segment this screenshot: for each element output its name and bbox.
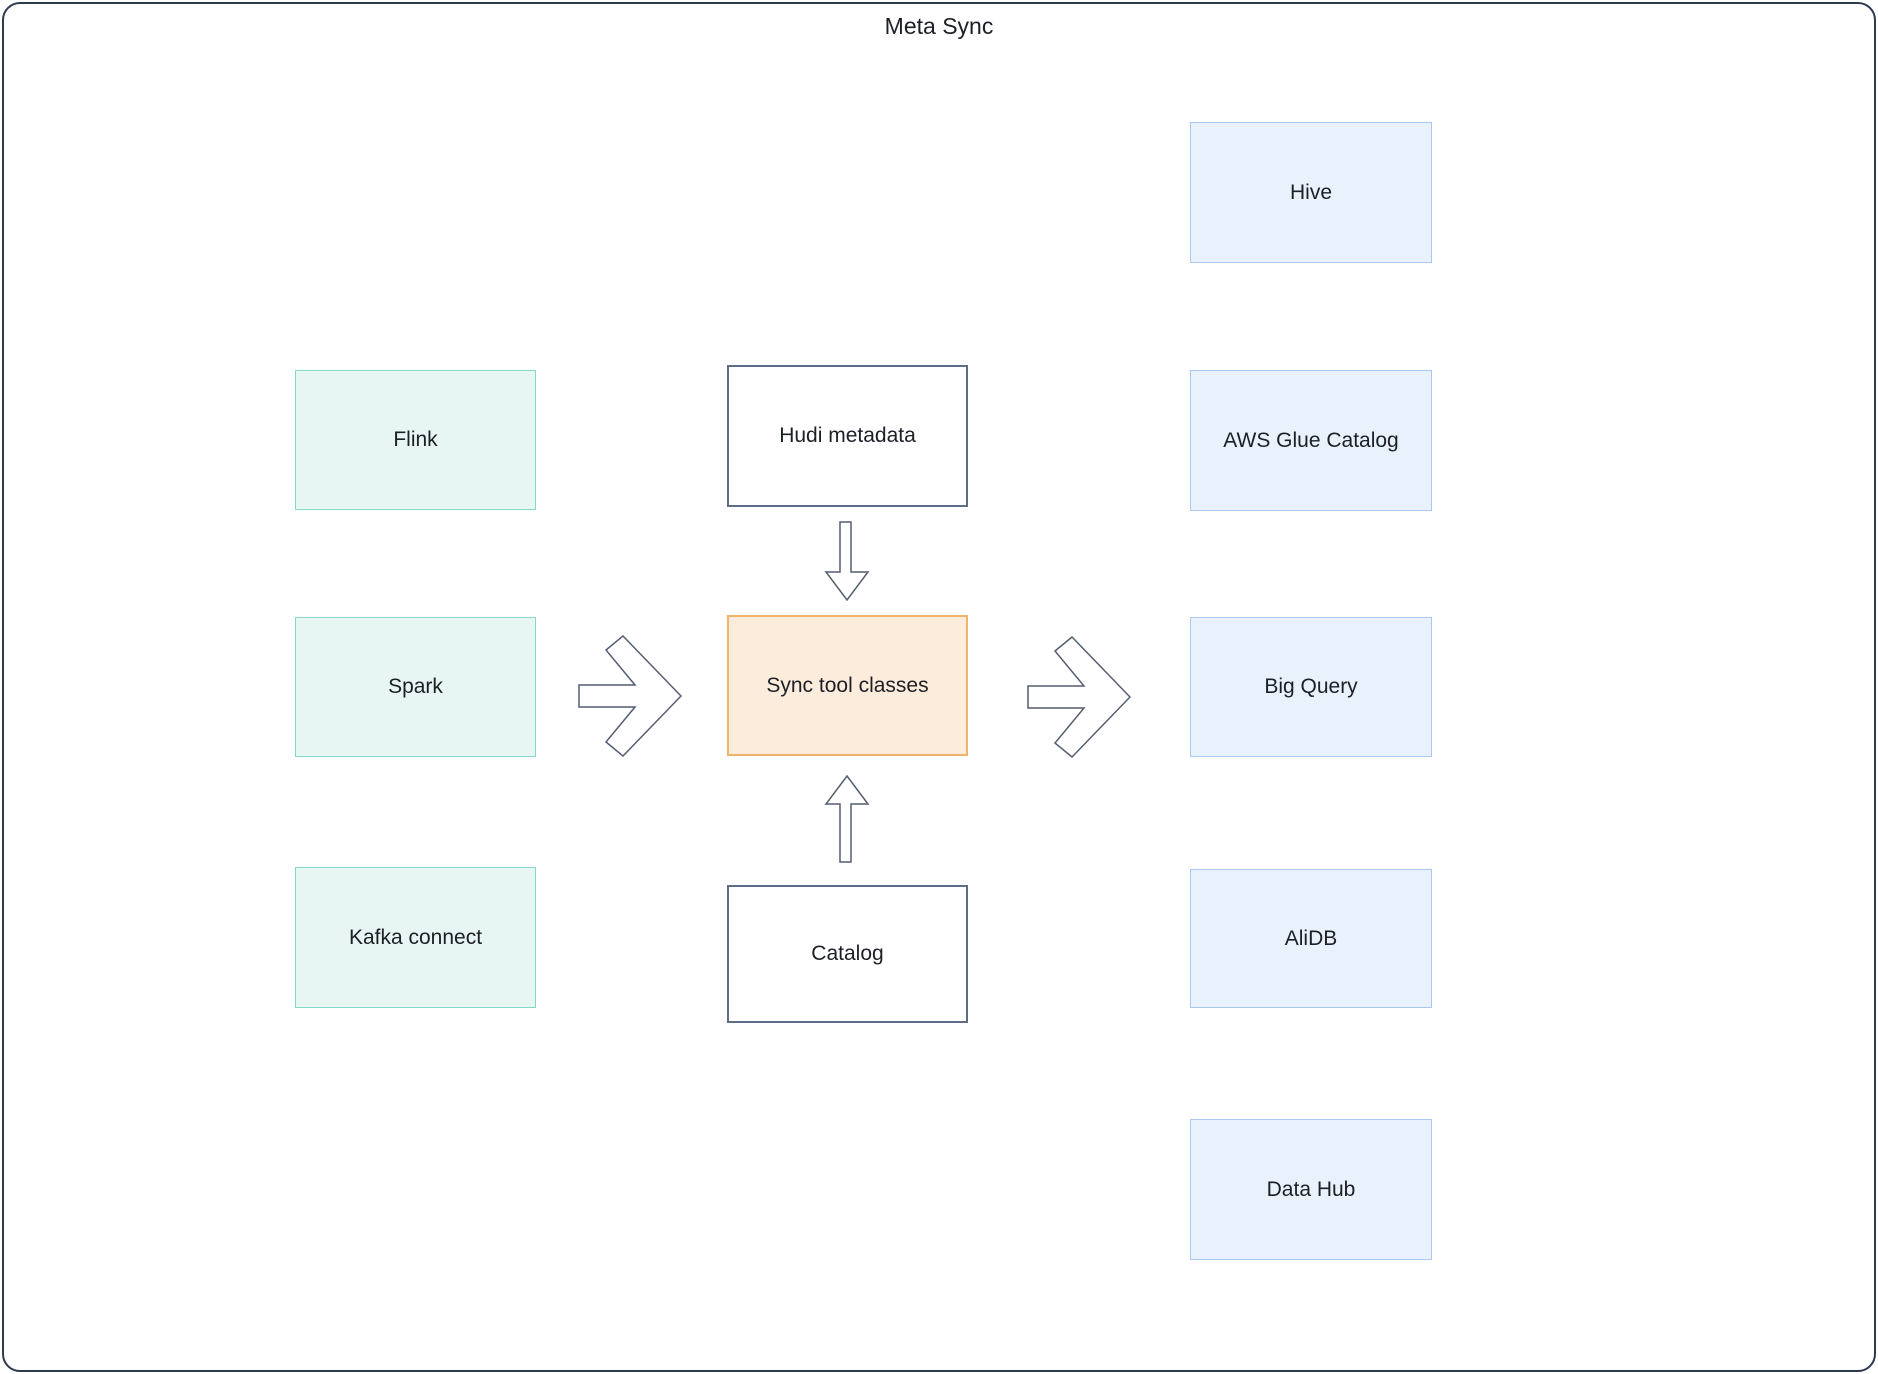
diagram-title: Meta Sync: [884, 13, 994, 39]
node-big-query: Big Query: [1190, 617, 1432, 757]
arrow-right-icon: [1027, 636, 1131, 758]
node-sync-tool-classes: Sync tool classes: [727, 615, 968, 756]
node-label: Sync tool classes: [766, 673, 929, 697]
node-label: Big Query: [1264, 675, 1358, 698]
node-aws-glue-catalog: AWS Glue Catalog: [1190, 370, 1432, 511]
node-spark: Spark: [295, 617, 536, 757]
node-label: Kafka connect: [348, 925, 483, 949]
node-flink: Flink: [295, 370, 536, 510]
node-label: Hudi metadata: [779, 424, 916, 447]
node-data-hub: Data Hub: [1190, 1119, 1432, 1260]
arrow-right-icon: [578, 635, 682, 757]
node-hudi-metadata: Hudi metadata: [727, 365, 968, 507]
arrow-up-icon: [824, 775, 870, 863]
node-label: Flink: [393, 428, 438, 451]
node-label: Data Hub: [1266, 1177, 1356, 1201]
node-catalog: Catalog: [727, 885, 968, 1023]
node-label: Catalog: [811, 942, 884, 965]
node-label: Spark: [388, 675, 443, 698]
node-hive: Hive: [1190, 122, 1432, 263]
arrow-down-icon: [824, 521, 870, 601]
node-kafka-connect: Kafka connect: [295, 867, 536, 1008]
node-label: AWS Glue Catalog: [1223, 428, 1399, 452]
node-label: AliDB: [1284, 926, 1338, 950]
node-label: Hive: [1289, 180, 1332, 204]
node-alidb: AliDB: [1190, 869, 1432, 1008]
